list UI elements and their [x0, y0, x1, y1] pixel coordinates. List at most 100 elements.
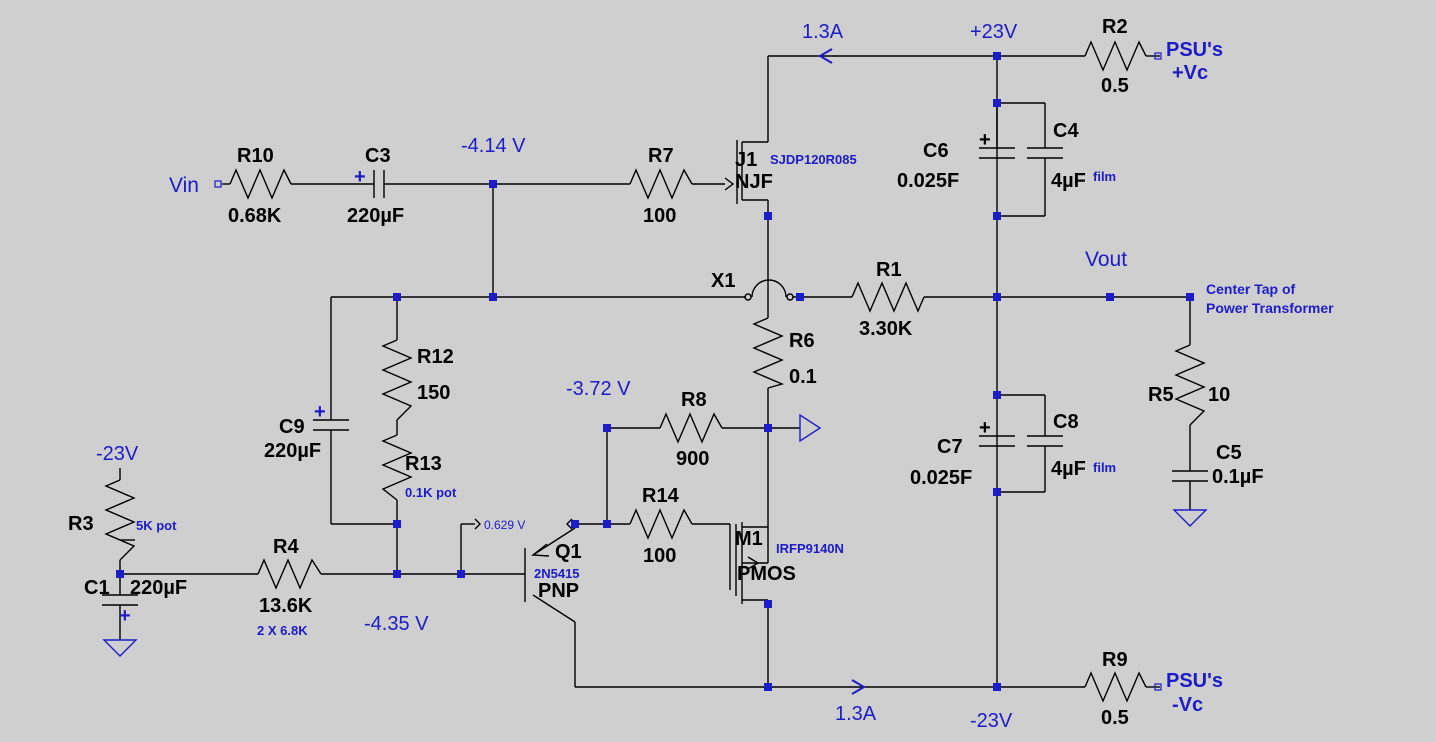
neg23-bottom-voltage: -23V: [970, 710, 1013, 732]
r6-value: 0.1: [789, 366, 817, 388]
c3-value: 220µF: [347, 205, 404, 227]
emitter-probe-arrow: [474, 518, 481, 530]
r8-value: 900: [676, 448, 709, 470]
x1-label: X1: [711, 270, 735, 292]
current-arrows: [818, 48, 866, 695]
svg-text:+: +: [979, 417, 991, 439]
polarity-marks: + + + + +: [119, 129, 991, 627]
c9-name: C9: [279, 416, 305, 438]
capacitors: [102, 103, 1208, 606]
r8-name: R8: [681, 389, 707, 411]
r5-value: 10: [1208, 384, 1230, 406]
r4-name: R4: [273, 536, 299, 558]
q1-type: PNP: [538, 580, 579, 602]
bias-node-voltage: -4.35 V: [364, 613, 429, 635]
j1-name: J1: [735, 149, 757, 171]
r1-name: R1: [876, 259, 902, 281]
emitter-voltage: 0.629 V: [484, 518, 525, 532]
r14-name: R14: [642, 485, 680, 507]
r8-body: [659, 412, 723, 444]
svg-text:+: +: [119, 605, 131, 627]
c8-note: film: [1093, 460, 1116, 475]
pos23-voltage: +23V: [970, 21, 1018, 43]
r12-value: 150: [417, 382, 450, 404]
r4-value: 13.6K: [259, 595, 313, 617]
r14-value: 100: [643, 545, 676, 567]
r12-name: R12: [417, 346, 454, 368]
x1-crossover: [744, 279, 794, 301]
r2-body: [1084, 40, 1147, 72]
r7-value: 100: [643, 205, 676, 227]
neg23-left-voltage: -23V: [96, 443, 139, 465]
q1-pnp-symbol: [524, 543, 550, 602]
r6-body: [752, 317, 785, 389]
r14-body: [629, 508, 693, 540]
r5-name: R5: [1148, 384, 1174, 406]
c7-value: 0.025F: [910, 467, 972, 489]
j1-type: NJF: [735, 171, 773, 193]
c1-name: C1: [84, 577, 110, 599]
c4-value: 4µF: [1051, 170, 1086, 192]
c8-name: C8: [1053, 411, 1079, 433]
center-tap-label-line2: Power Transformer: [1206, 300, 1334, 316]
r10-name: R10: [237, 145, 274, 167]
r4-body: [257, 558, 322, 590]
c6-name: C6: [923, 140, 949, 162]
c5-name: C5: [1216, 442, 1242, 464]
gate-voltage: -4.14 V: [461, 135, 526, 157]
vout-label: Vout: [1085, 248, 1127, 271]
emitter-probe-arrow-right: [566, 518, 573, 530]
psu-pos-label-line1: PSU's: [1166, 39, 1223, 61]
r7-body: [629, 168, 693, 200]
vin-label: Vin: [169, 174, 199, 197]
r2-value: 0.5: [1101, 75, 1129, 97]
r5-body: [1174, 344, 1206, 426]
base-node-voltage: -3.72 V: [566, 378, 631, 400]
r12-body: [381, 339, 413, 421]
c3-name: C3: [365, 145, 391, 167]
c9-value: 220µF: [264, 440, 321, 462]
port-squares: [214, 52, 1162, 691]
current-bottom-label: 1.3A: [835, 703, 877, 725]
m1-part: IRFP9140N: [776, 541, 844, 556]
c5-value: 0.1µF: [1212, 466, 1264, 488]
r6-name: R6: [789, 330, 815, 352]
j1-njf-symbol: [724, 140, 768, 204]
j1-part: SJDP120R085: [770, 152, 857, 167]
c4-name: C4: [1053, 120, 1079, 142]
r13-name: R13: [405, 453, 442, 475]
r9-name: R9: [1102, 649, 1128, 671]
r1-body: [851, 281, 925, 313]
resistors: [104, 40, 1206, 703]
r13-value: 0.1K pot: [405, 485, 457, 500]
c7-name: C7: [937, 436, 963, 458]
r13-body: [381, 434, 413, 501]
psu-neg-label-line1: PSU's: [1166, 670, 1223, 692]
c1-value: 220µF: [130, 577, 187, 599]
q1-part: 2N5415: [534, 566, 580, 581]
c8-value: 4µF: [1051, 458, 1086, 480]
r7-name: R7: [648, 145, 674, 167]
r10-body: [229, 168, 292, 200]
c6-value: 0.025F: [897, 170, 959, 192]
r3-value: 5K pot: [136, 518, 177, 533]
psu-pos-label-line2: +Vc: [1172, 62, 1208, 84]
svg-text:+: +: [354, 166, 366, 188]
m1-type: PMOS: [737, 563, 796, 585]
m1-pmos-symbol: [735, 522, 769, 604]
psu-neg-label-line2: -Vc: [1172, 694, 1203, 716]
r3-body: [104, 479, 136, 561]
junction-dots: [116, 52, 1194, 691]
r3-name: R3: [68, 513, 94, 535]
current-top-label: 1.3A: [802, 21, 844, 43]
r4-note: 2 X 6.8K: [257, 623, 308, 638]
q1-name: Q1: [555, 541, 582, 563]
m1-name: M1: [735, 528, 763, 550]
r9-value: 0.5: [1101, 707, 1129, 729]
svg-text:+: +: [979, 129, 991, 151]
r10-value: 0.68K: [228, 205, 282, 227]
svg-text:+: +: [314, 401, 326, 423]
r2-name: R2: [1102, 16, 1128, 38]
c4-note: film: [1093, 169, 1116, 184]
